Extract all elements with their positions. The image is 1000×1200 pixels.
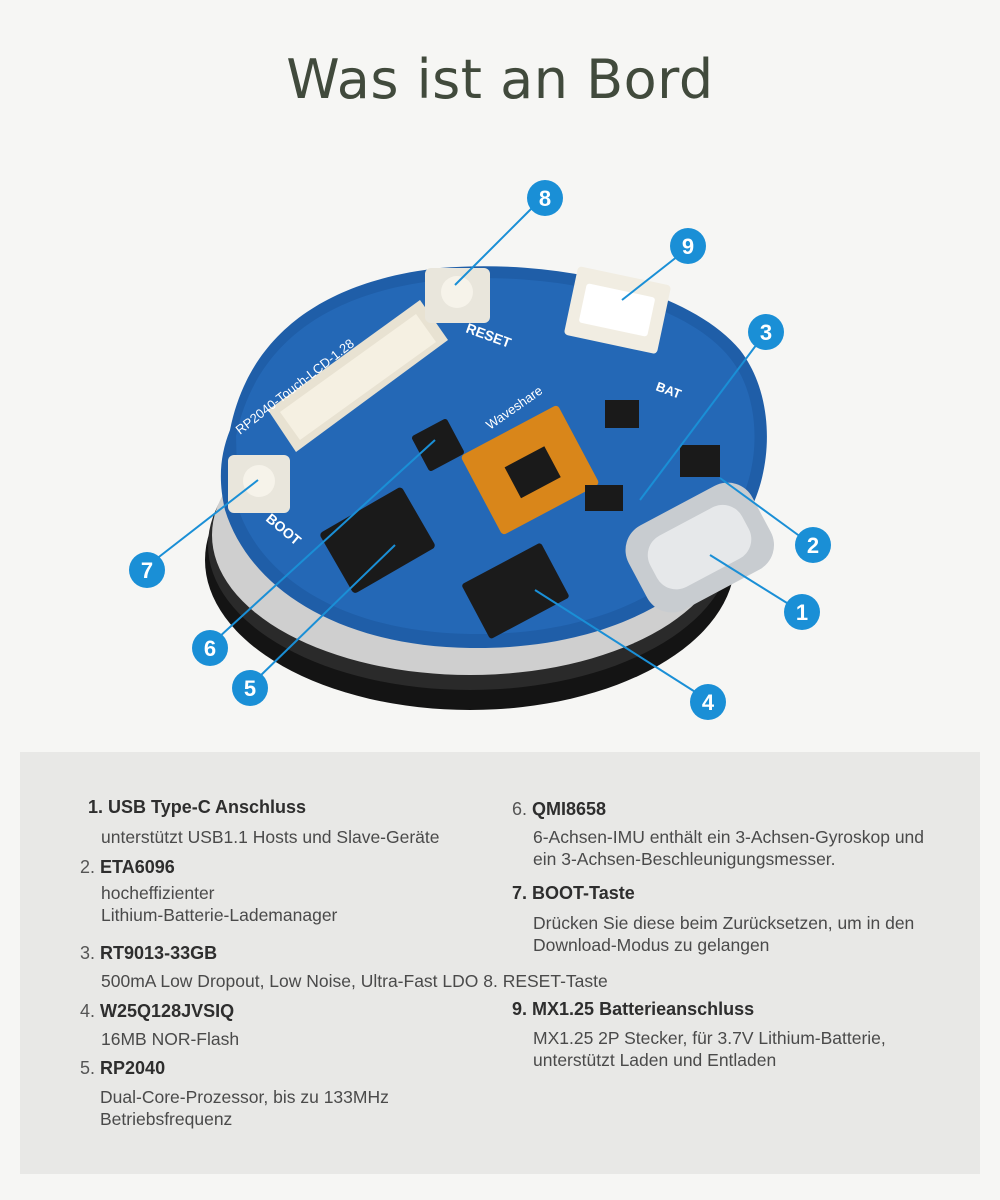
svg-text:7: 7 (141, 558, 153, 583)
feature-2-name: ETA6096 (100, 857, 175, 877)
feature-1-num: 1. (88, 797, 104, 817)
transistor-chip (605, 400, 639, 428)
regulator-chip (585, 485, 623, 511)
feature-5-desc1: Dual-Core-Prozessor, bis zu 133MHz (100, 1087, 389, 1107)
svg-text:4: 4 (702, 690, 715, 715)
feature-3-desc: 500mA Low Dropout, Low Noise, Ultra-Fast… (101, 971, 608, 991)
feature-4-desc: 16MB NOR-Flash (101, 1029, 240, 1049)
feature-5-name: RP2040 (100, 1058, 166, 1078)
feature-item-6: 6. QMI8658 6-Achsen-IMU enthält ein 3-Ac… (512, 798, 924, 870)
feature-4-name: W25Q128JVSIQ (100, 1001, 235, 1021)
callout-1: 1 (784, 594, 820, 630)
feature-6-name: QMI8658 (532, 799, 607, 819)
feature-2-desc1: hocheffizienter (101, 883, 215, 903)
feature-item-2: 2. ETA6096 hocheffizienter Lithium-Batte… (80, 856, 337, 926)
feature-item-1: 1. USB Type-C Anschluss unterstützt USB1… (88, 796, 440, 848)
boot-button-shape (228, 455, 290, 513)
feature-6-desc2: ein 3-Achsen-Beschleunigungsmesser. (533, 849, 836, 869)
callout-3: 3 (748, 314, 784, 350)
svg-text:5: 5 (244, 676, 256, 701)
battery-connector (564, 266, 671, 354)
feature-1-name: USB Type-C Anschluss (108, 797, 307, 817)
imu-chip (504, 446, 561, 499)
feature-6-num: 6. (512, 799, 528, 819)
feature-4-num: 4. (80, 1001, 96, 1021)
usb-c-port (625, 482, 775, 613)
rp2040-chip (320, 487, 435, 593)
feature-3-num: 3. (80, 943, 96, 963)
feature-7-desc2: Download-Modus zu gelangen (533, 935, 770, 955)
svg-text:8: 8 (539, 186, 551, 211)
feature-5-desc2: Betriebsfrequenz (100, 1109, 233, 1129)
charger-chip (680, 445, 720, 477)
callout-4: 4 (690, 684, 726, 720)
feature-1-desc: unterstützt USB1.1 Hosts und Slave-Gerät… (101, 827, 440, 847)
feature-7-name: BOOT-Taste (532, 883, 635, 903)
svg-text:6: 6 (204, 636, 216, 661)
feature-9-desc2: unterstützt Laden und Entladen (533, 1050, 777, 1070)
feature-item-9: 9. MX1.25 Batterieanschluss MX1.25 2P St… (512, 998, 886, 1071)
callout-5: 5 (232, 670, 268, 706)
svg-text:3: 3 (760, 320, 772, 345)
feature-item-3: 3. RT9013-33GB 500mA Low Dropout, Low No… (80, 942, 608, 992)
feature-item-5: 5. RP2040 Dual-Core-Prozessor, bis zu 13… (80, 1057, 389, 1130)
lcd-connector (268, 300, 448, 452)
feature-3-name: RT9013-33GB (100, 943, 218, 963)
feature-7-num: 7. (512, 883, 528, 903)
feature-5-num: 5. (80, 1058, 96, 1078)
board-illustration: RESET BOOT BAT RP2040-Touch-LCD-1.28 Wav… (0, 160, 1000, 740)
feature-item-7: 7. BOOT-Taste Drücken Sie diese beim Zur… (512, 882, 914, 956)
callout-6: 6 (192, 630, 228, 666)
svg-text:9: 9 (682, 234, 694, 259)
feature-6-desc1: 6-Achsen-IMU enthält ein 3-Achsen-Gyrosk… (533, 827, 925, 847)
callout-7: 7 (129, 552, 165, 588)
flash-chip (462, 543, 569, 639)
feature-7-desc1: Drücken Sie diese beim Zurücksetzen, um … (533, 913, 915, 933)
callout-lines (154, 207, 806, 696)
small-chip (412, 419, 464, 471)
feature-item-4: 4. W25Q128JVSIQ 16MB NOR-Flash (80, 1000, 239, 1050)
feature-2-num: 2. (80, 857, 96, 877)
feature-9-name: MX1.25 Batterieanschluss (532, 999, 755, 1019)
callout-8: 8 (527, 180, 563, 216)
page-title: Was ist an Bord (286, 48, 714, 111)
callout-9: 9 (670, 228, 706, 264)
svg-text:1: 1 (796, 600, 808, 625)
feature-9-desc1: MX1.25 2P Stecker, für 3.7V Lithium-Batt… (533, 1028, 886, 1048)
feature-panel (20, 752, 980, 1174)
callout-2: 2 (795, 527, 831, 563)
feature-2-desc2: Lithium-Batterie-Lademanager (101, 905, 338, 925)
reset-button-shape (425, 268, 490, 323)
feature-9-num: 9. (512, 999, 528, 1019)
svg-text:2: 2 (807, 533, 819, 558)
